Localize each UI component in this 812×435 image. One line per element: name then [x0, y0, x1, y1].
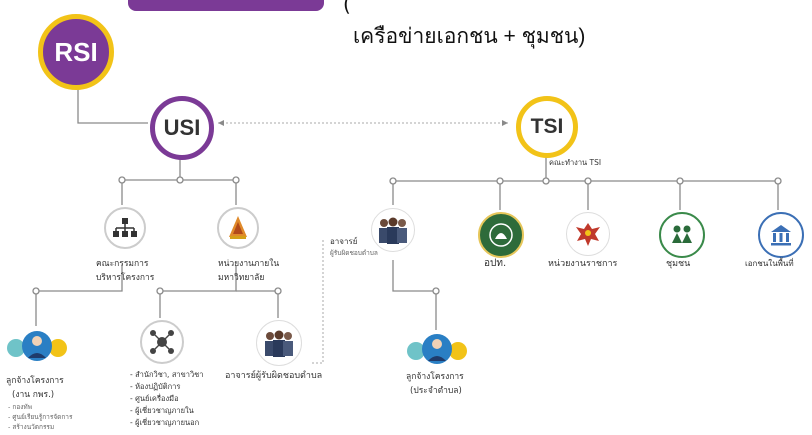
community-icon [659, 212, 705, 258]
org-chart-icon [104, 207, 146, 249]
committee-line-2: บริหารโครงการ [96, 273, 155, 283]
garuda-emblem-icon [566, 212, 610, 256]
unit-list-item-3: - ศูนย์เครื่องมือ [130, 394, 179, 403]
employee-right-line-2: (ประจำตำบล) [410, 386, 462, 396]
unit-list-item-1: - สำนักวิชา, สาขาวิชา [130, 370, 204, 379]
employee-left-item-1: - กองทัพ [8, 403, 32, 411]
employee-left-line-2: (งาน กพร.) [12, 390, 55, 400]
employee-right-line-1: ลูกจ้างโครงการ [406, 372, 464, 382]
professor-group-icon [371, 208, 415, 252]
employee-left-icon [6, 328, 68, 364]
opt-label: อปท. [484, 258, 507, 269]
professor-bottom-label: อาจารย์ผู้รับผิดชอบตำบล [225, 371, 323, 381]
committee-line-1: คณะกรรมการ [96, 259, 149, 269]
employee-left-item-3: - สร้างนวัตกรรม [8, 423, 55, 431]
employee-right-icon [406, 331, 468, 367]
tsi-node: TSI [516, 96, 578, 158]
rsi-label: RSI [54, 36, 98, 67]
private-sector-icon [758, 212, 804, 258]
title-banner [128, 0, 324, 11]
professor-top-label: อาจารย์ [330, 237, 358, 246]
internal-unit-line-1: หน่วยงานภายใน [218, 259, 280, 269]
university-emblem-icon [217, 207, 259, 249]
usi-node: USI [150, 96, 214, 160]
employee-left-line-1: ลูกจ้างโครงการ [6, 376, 64, 386]
employee-left-item-2: - ศูนย์เรียนรู้การจัดการ [8, 413, 73, 421]
usi-label: USI [163, 115, 201, 140]
network-people-icon [140, 320, 184, 364]
page-title: เครือข่ายเอกชน + ชุมชน) [353, 25, 586, 48]
tsi-caption: คณะทำงาน TSI [549, 158, 602, 167]
unit-list-item-5: - ผู้เชี่ยวชาญภายนอก [130, 418, 200, 427]
internal-unit-line-2: มหาวิทยาลัย [218, 273, 265, 283]
tsi-label: TSI [530, 115, 564, 138]
professor-bottom-icon [256, 320, 302, 366]
local-admin-seal-icon [478, 212, 524, 258]
unit-list-item-4: - ผู้เชี่ยวชาญภายใน [130, 406, 194, 415]
community-label: ชุมชน [666, 259, 691, 269]
unit-list-item-2: - ห้องปฏิบัติการ [130, 382, 181, 391]
title-open-paren: ( [343, 0, 351, 16]
gov-label: หน่วยงานราชการ [548, 259, 618, 269]
professor-top-sublabel: ผู้รับผิดชอบตำบล [330, 249, 378, 257]
private-label: เอกชนในพื้นที่ [745, 259, 794, 268]
rsi-node: RSI [38, 14, 114, 90]
